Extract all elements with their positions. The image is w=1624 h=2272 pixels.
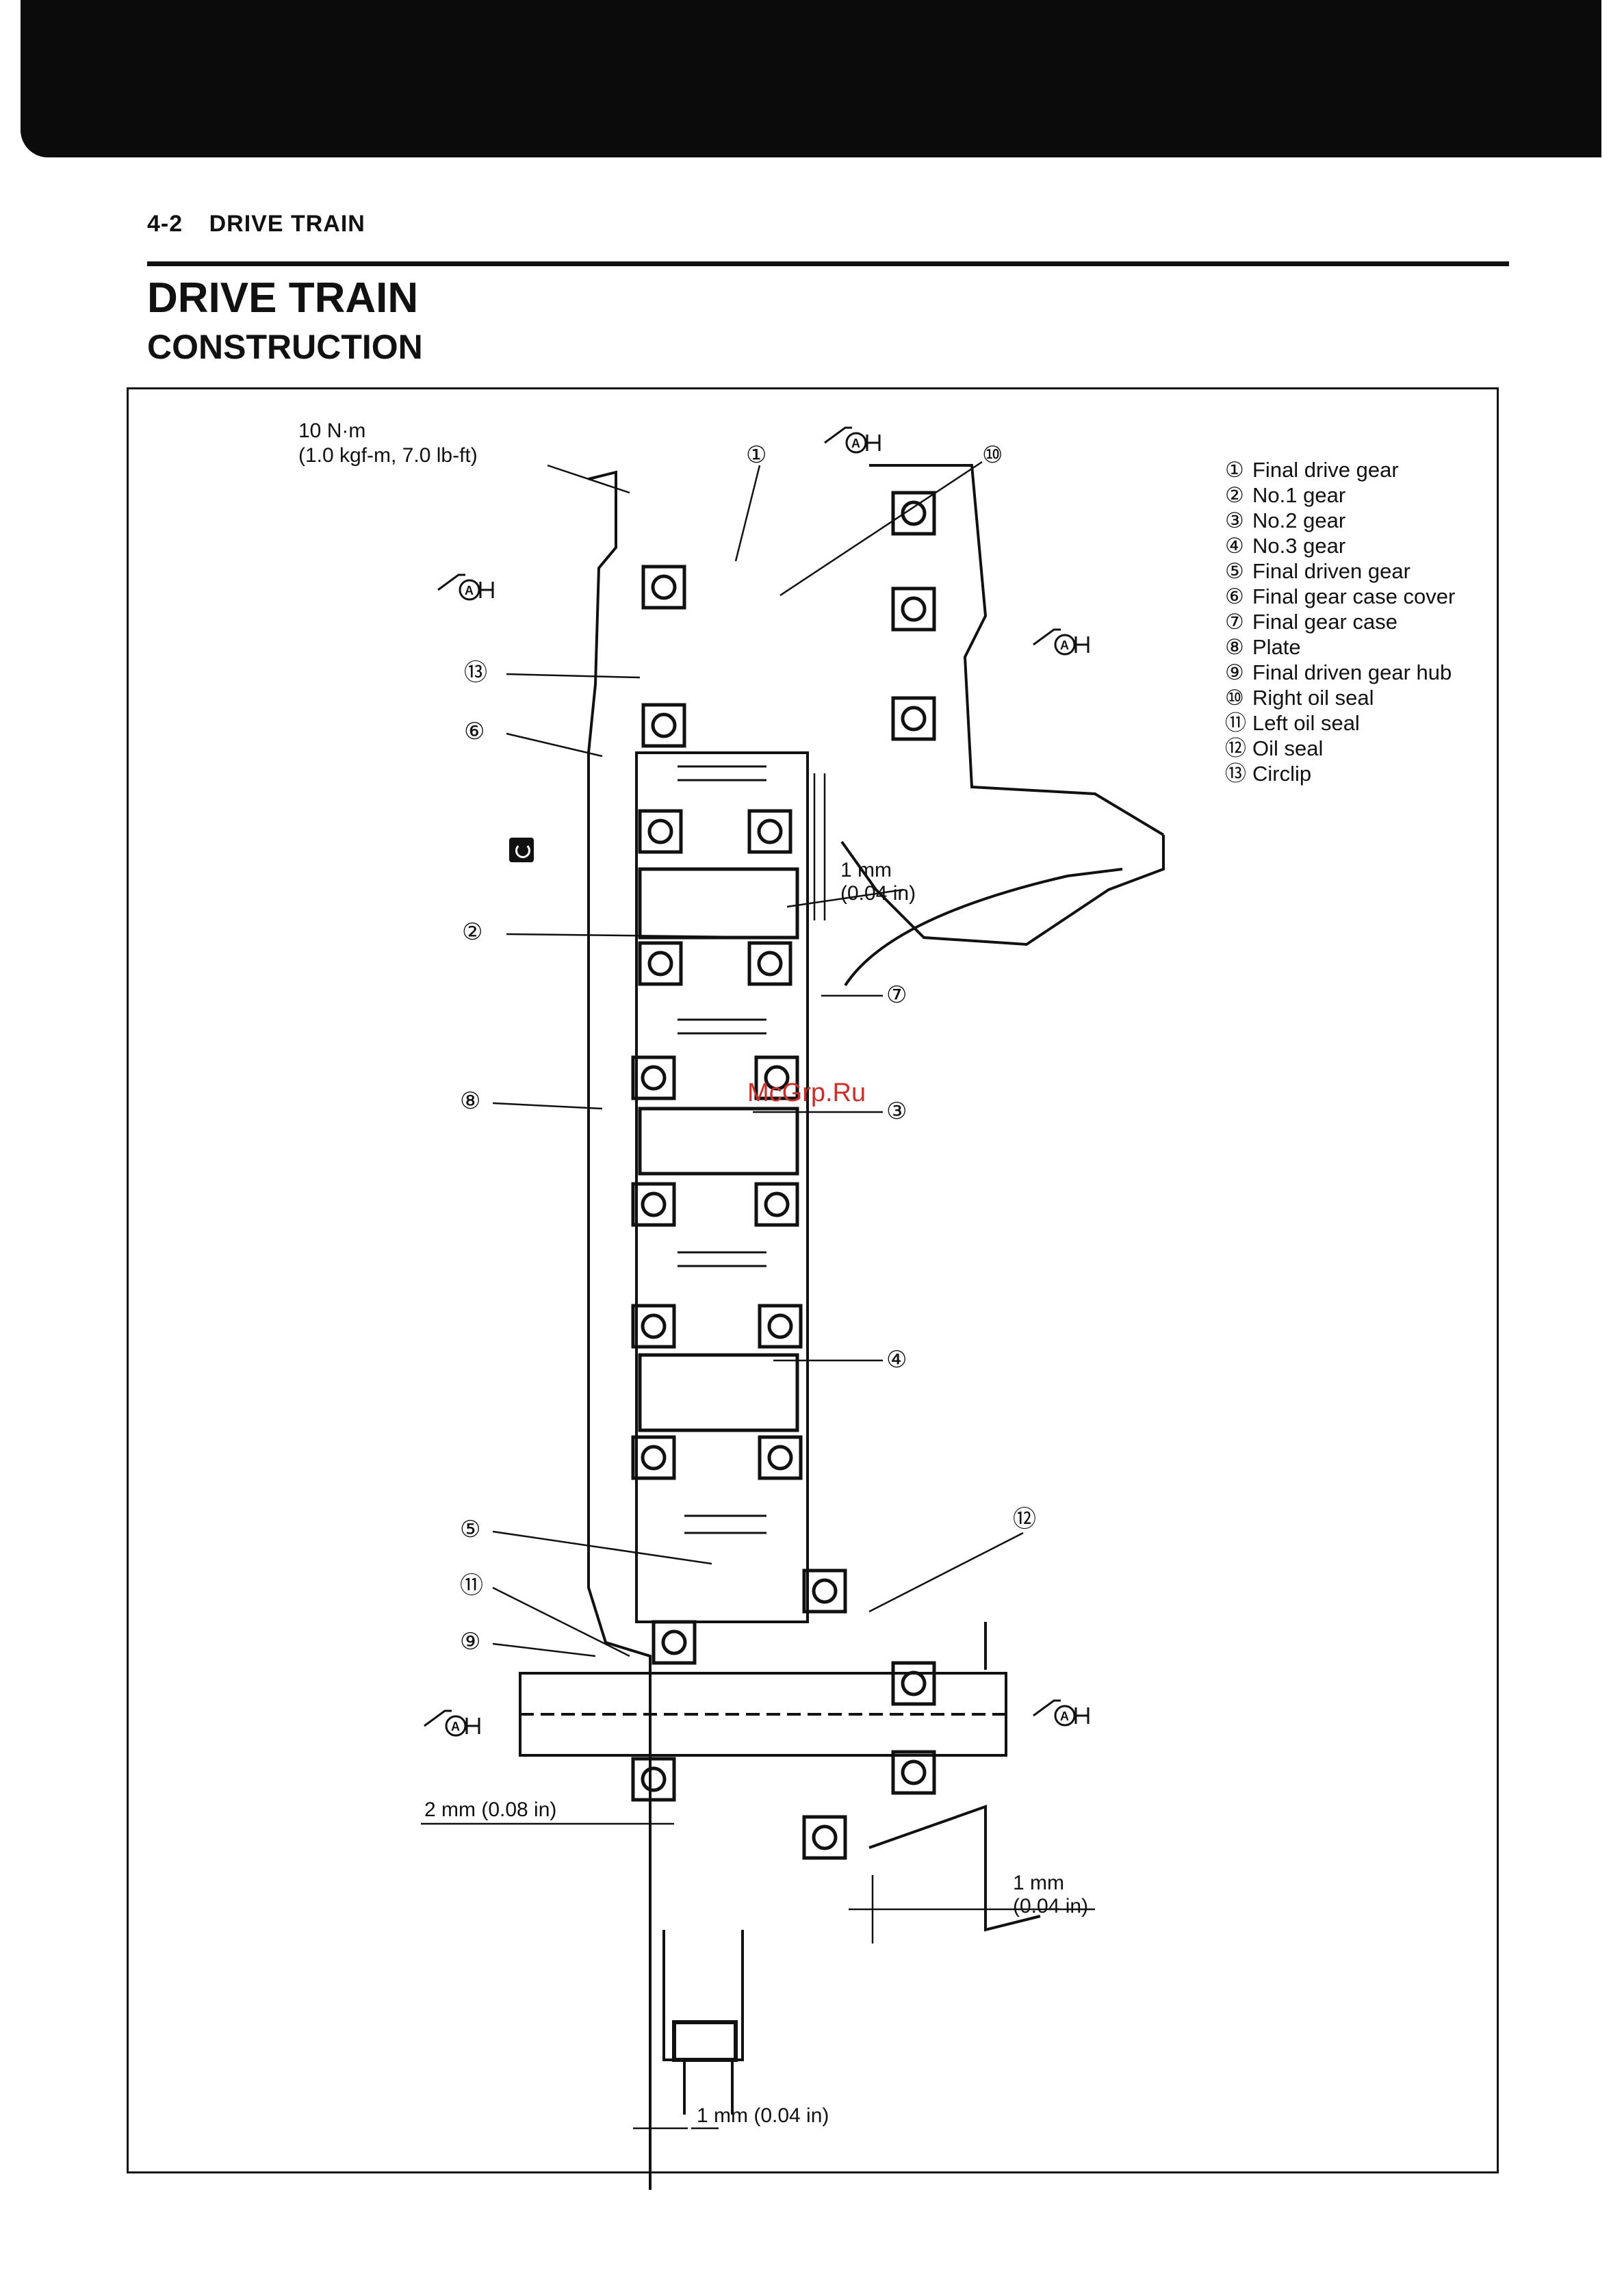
page-header: 4-2 DRIVE TRAIN (147, 211, 365, 237)
page-subtitle: CONSTRUCTION (147, 328, 423, 366)
callout-2: ② (462, 919, 483, 945)
diagram-frame (127, 387, 1499, 2173)
svg-text:A: A (851, 437, 860, 450)
case-cover-outline (587, 470, 652, 2190)
dim-left-gap: 2 mm (0.08 in) (424, 1798, 557, 1821)
dimension-markers (421, 773, 1095, 2130)
page-number: 4-2 (147, 211, 183, 237)
dim-upper-gap: 1 mm (0.04 in) (840, 859, 916, 905)
no3-gear-block (638, 1353, 799, 1432)
gear-housing (635, 751, 809, 1623)
torque-value-alt: (1.0 kgf-m, 7.0 lb-ft) (298, 444, 478, 467)
callout-3: ③ (886, 1098, 907, 1124)
no2-gear-block (638, 1107, 799, 1176)
callout-7: ⑦ (886, 982, 907, 1008)
callout-10: ⑩ (982, 442, 1003, 468)
callout-1: ① (746, 442, 767, 468)
dim-lower-right-gap: 1 mm (0.04 in) (1013, 1872, 1089, 1918)
callout-5: ⑤ (460, 1516, 481, 1542)
svg-text:A: A (465, 584, 474, 597)
dim-bottom-gap: 1 mm (0.04 in) (697, 2104, 829, 2127)
callout-12: ⑫ (1013, 1506, 1036, 1532)
callout-13: ⑬ (464, 660, 487, 686)
header-rule (147, 261, 1509, 266)
bearings (631, 491, 936, 1860)
svg-text:A: A (1060, 638, 1069, 652)
leader-lines (492, 461, 1024, 1657)
torque-wrench-icon (509, 838, 534, 862)
svg-text:A: A (1060, 1709, 1069, 1723)
page-title: DRIVE TRAIN (147, 274, 419, 322)
callout-4: ④ (886, 1347, 907, 1373)
svg-text:A: A (451, 1720, 460, 1733)
callout-11: ⑪ (460, 1573, 483, 1599)
grease-symbols (424, 426, 1090, 1737)
no1-gear-block (638, 867, 799, 940)
callout-9: ⑨ (460, 1629, 481, 1655)
callout-6: ⑥ (464, 719, 485, 745)
case-outline-right (840, 835, 1165, 946)
grease-letters: A A A A A (451, 437, 1069, 1733)
torque-value: 10 N·m (298, 419, 366, 442)
watermark: McGrp.Ru (747, 1079, 866, 1107)
callout-8: ⑧ (460, 1088, 481, 1114)
section-name: DRIVE TRAIN (209, 211, 365, 237)
page-top-black-bar (21, 0, 1601, 157)
